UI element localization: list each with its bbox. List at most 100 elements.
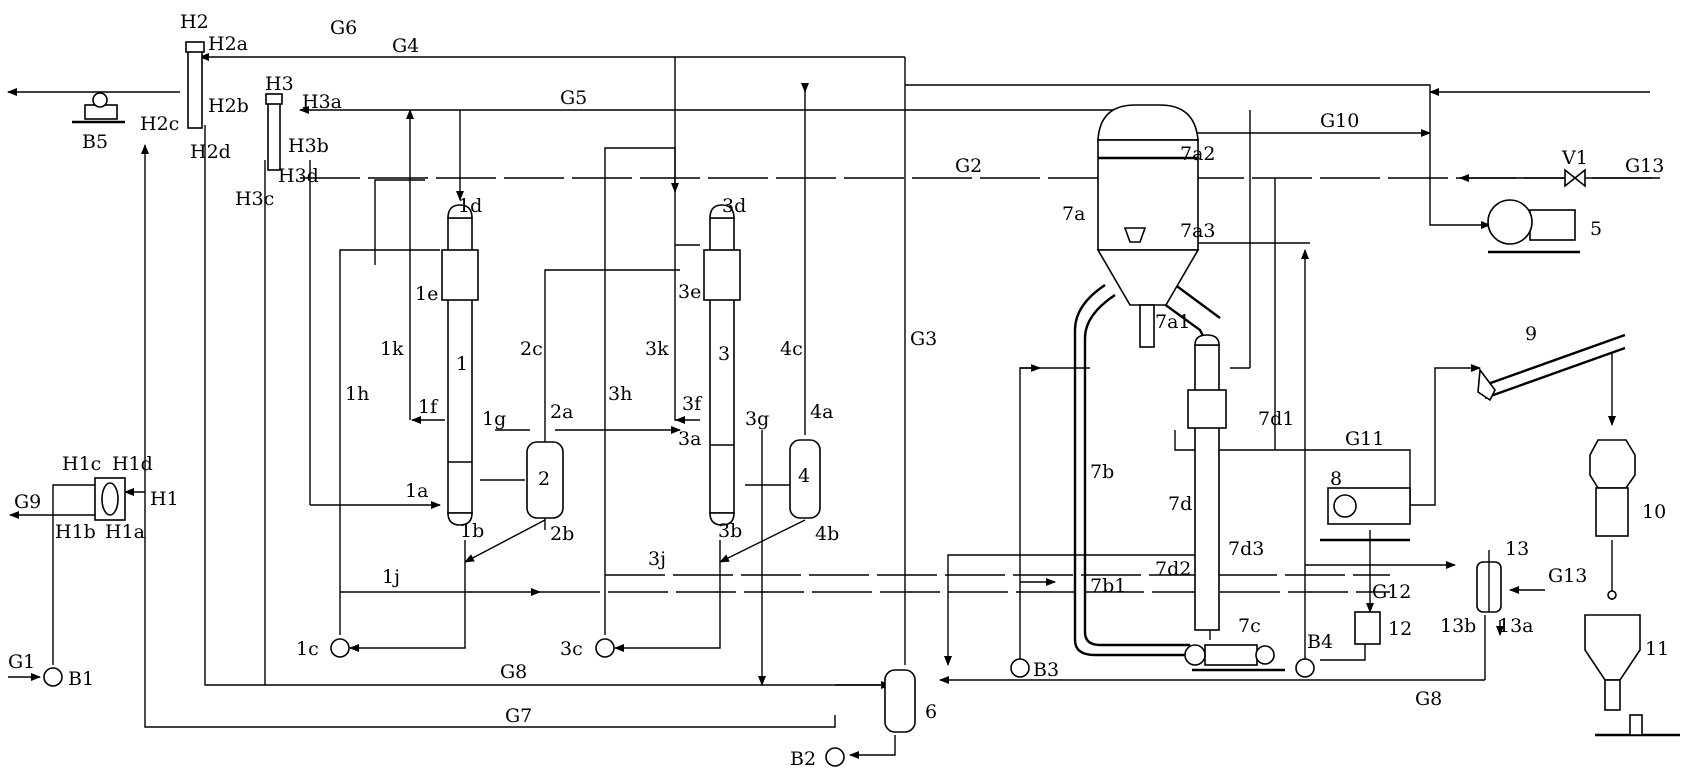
stream-g7-line bbox=[141, 144, 836, 728]
label-3k: 3k bbox=[645, 338, 669, 360]
label-h1: H1 bbox=[150, 488, 179, 510]
column1-bottom-line bbox=[349, 540, 466, 652]
label-7d3: 7d3 bbox=[1228, 538, 1264, 560]
equipment bbox=[43, 41, 1680, 767]
conveyor-9 bbox=[1484, 333, 1626, 387]
column1-overhead bbox=[374, 179, 425, 265]
label-g12: G12 bbox=[1372, 581, 1411, 603]
label-1f: 1f bbox=[418, 396, 439, 418]
6-to-b2-line bbox=[849, 735, 896, 759]
label-13a: 13a bbox=[1498, 615, 1534, 637]
label-h3b: H3b bbox=[288, 135, 329, 157]
label-g3: G3 bbox=[910, 328, 937, 350]
dryer-7a-funnel bbox=[1123, 227, 1147, 243]
column-3-upper-section bbox=[703, 249, 741, 301]
label-2c: 2c bbox=[520, 338, 543, 360]
vessel-12 bbox=[1354, 611, 1381, 645]
label-g7: G7 bbox=[505, 705, 532, 727]
label-g13-top: G13 bbox=[1625, 155, 1664, 177]
label-5: 5 bbox=[1590, 218, 1602, 240]
12-to-b4-line bbox=[1320, 642, 1366, 661]
label-2: 2 bbox=[538, 468, 550, 490]
label-g13-lower: G13 bbox=[1548, 565, 1587, 587]
b3-riser-line bbox=[1019, 364, 1041, 660]
stream-1h-line bbox=[339, 249, 440, 635]
label-g1: G1 bbox=[8, 651, 35, 673]
stream-3k-line bbox=[674, 57, 680, 421]
label-g4: G4 bbox=[392, 35, 419, 57]
column-7d bbox=[1194, 344, 1220, 631]
label-g8-right: G8 bbox=[1415, 688, 1442, 710]
label-h2c: H2c bbox=[140, 113, 179, 135]
label-13b: 13b bbox=[1440, 615, 1476, 637]
label-h1c: H1c bbox=[62, 453, 101, 475]
loop-7b-inner bbox=[1083, 294, 1190, 647]
pump-1c bbox=[330, 638, 350, 658]
label-2b: 2b bbox=[550, 523, 574, 545]
mill-10-joint bbox=[1607, 590, 1617, 600]
loop-7b-outer bbox=[1073, 284, 1190, 657]
label-7a3: 7a3 bbox=[1180, 220, 1216, 242]
label-12: 12 bbox=[1388, 618, 1412, 640]
pump-b2 bbox=[825, 747, 845, 767]
piping bbox=[7, 53, 1660, 759]
h3-top-cap bbox=[265, 93, 283, 105]
label-2a: 2a bbox=[550, 401, 573, 423]
hopper-11 bbox=[1584, 614, 1641, 681]
b1-discharge bbox=[52, 484, 95, 665]
label-h3a: H3a bbox=[302, 91, 342, 113]
label-4c: 4c bbox=[780, 338, 803, 360]
pump-b4 bbox=[1295, 658, 1315, 678]
label-4b: 4b bbox=[815, 523, 839, 545]
label-7d1: 7d1 bbox=[1258, 408, 1294, 430]
label-7d: 7d bbox=[1168, 493, 1192, 515]
label-3g: 3g bbox=[745, 408, 769, 430]
8-to-9-line bbox=[1405, 425, 1436, 506]
label-7d2: 7d2 bbox=[1155, 558, 1191, 580]
pump-7c-head bbox=[1184, 644, 1206, 666]
label-1g: 1g bbox=[482, 408, 506, 430]
label-1a: 1a bbox=[405, 480, 428, 502]
h2-top-cap bbox=[185, 41, 205, 53]
vessel-6 bbox=[884, 669, 916, 733]
label-h2b: H2b bbox=[208, 95, 249, 117]
label-6: 6 bbox=[925, 701, 937, 723]
conveyor-9-hopper bbox=[1477, 367, 1496, 402]
vessel-4 bbox=[789, 439, 821, 519]
pump-b5-head bbox=[92, 92, 108, 108]
fan-5 bbox=[1487, 199, 1533, 245]
heat-exchanger-h3 bbox=[267, 99, 281, 171]
label-v1: V1 bbox=[1561, 147, 1588, 169]
h1-core bbox=[101, 482, 119, 516]
label-1j: 1j bbox=[382, 566, 400, 588]
label-3f: 3f bbox=[682, 393, 703, 415]
labels: G1 G2 G3 G4 G5 G6 G7 G8 G8 G9 G10 G11 G1… bbox=[8, 11, 1669, 770]
fan-5-motor bbox=[1529, 209, 1576, 241]
column3-bottom-line bbox=[614, 540, 721, 652]
label-8: 8 bbox=[1330, 468, 1342, 490]
label-3: 3 bbox=[718, 343, 730, 365]
hopper-11-outlet bbox=[1604, 679, 1621, 711]
label-h2d: H2d bbox=[190, 141, 231, 163]
label-7a: 7a bbox=[1062, 203, 1085, 225]
pump-b3 bbox=[1010, 658, 1030, 678]
column-1-top-cap bbox=[447, 204, 473, 219]
valve-v1 bbox=[1564, 168, 1586, 188]
heat-exchanger-h2 bbox=[187, 47, 203, 129]
to-conveyor-line bbox=[1434, 364, 1481, 425]
label-g5: G5 bbox=[560, 87, 587, 109]
label-h3: H3 bbox=[265, 73, 294, 95]
stream-4b-line bbox=[719, 519, 806, 563]
column-3-bottom-cap bbox=[709, 512, 735, 526]
column-3-top-cap bbox=[709, 204, 735, 219]
conveyor-9-lower bbox=[1484, 346, 1626, 400]
vessel-2 bbox=[526, 441, 564, 519]
hopper-11-drive bbox=[1629, 714, 1643, 736]
label-h3c: H3c bbox=[235, 188, 274, 210]
stream-7d1-line bbox=[1174, 430, 1265, 451]
column-7d-section bbox=[1187, 389, 1227, 429]
label-g8: G8 bbox=[500, 661, 527, 683]
label-1: 1 bbox=[456, 353, 468, 375]
label-4a: 4a bbox=[810, 401, 833, 423]
